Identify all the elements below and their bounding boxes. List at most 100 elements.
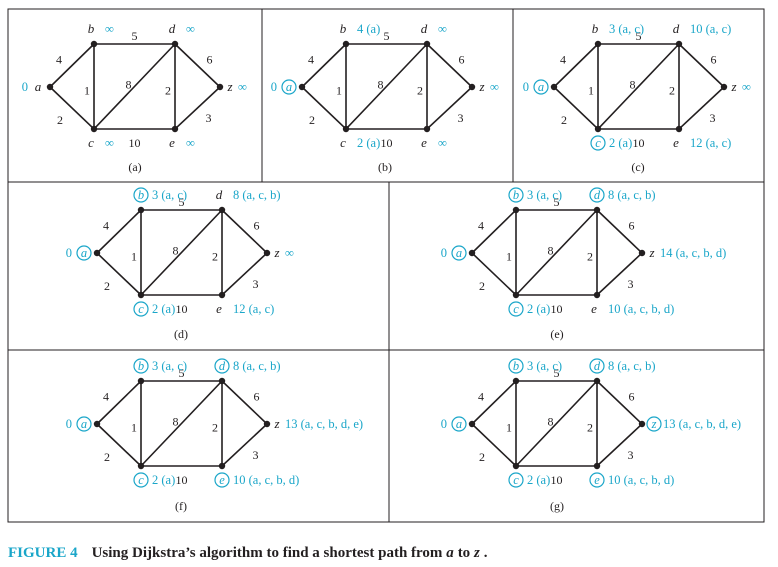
edge-ab [49,43,95,88]
label-z-name: z [648,245,654,260]
node-a [46,83,54,91]
label-c-value: ∞ [105,136,114,150]
node-z [263,420,271,428]
edge-weight-ac: 2 [57,113,63,127]
label-a-name: a [81,246,87,260]
edge-weight-bc: 1 [588,84,594,98]
label-e-value: 12 (a, c) [690,136,731,150]
edge-weight-ez: 3 [253,277,259,291]
edge-weight-ab: 4 [56,53,62,67]
edge-weight-bd: 5 [179,366,185,380]
node-d [423,40,431,48]
label-e-circle [589,472,605,488]
edge-weight-dz: 6 [459,53,465,67]
edge-weight-cd: 8 [173,244,179,258]
edge-weight-ab: 4 [308,53,314,67]
edge-weight-ce: 10 [176,302,188,316]
node-z [468,83,476,91]
panel-label-f: (f) [175,499,187,513]
edge-dz [174,43,221,88]
label-d-name: d [421,21,428,36]
node-a [298,83,306,91]
edge-ez [678,86,725,130]
label-c-circle [508,301,524,317]
edge-ac [301,86,347,130]
edge-weight-ce: 10 [633,136,645,150]
edge-weight-bc: 1 [84,84,90,98]
edge-weight-dz: 6 [629,219,635,233]
label-d-name: d [673,21,680,36]
label-b-value: 3 (a, c) [152,359,187,373]
label-e-value: 10 (a, c, b, d) [608,473,674,487]
edge-weight-de: 2 [212,250,218,264]
label-b-name: b [513,359,519,373]
label-b-value: 4 (a) [357,22,380,36]
edge-weight-ab: 4 [478,390,484,404]
edge-weight-ac: 2 [479,450,485,464]
edge-weight-ce: 10 [381,136,393,150]
edge-weight-cd: 8 [630,78,636,92]
edge-ab [96,380,142,425]
edge-ac [471,252,517,296]
label-d-circle [589,187,605,203]
node-a [93,420,101,428]
edge-ab [471,209,517,254]
label-e-value: 10 (a, c, b, d) [233,473,299,487]
edge-weight-ac: 2 [479,279,485,293]
panel-label-g: (g) [550,499,564,513]
node-e [675,125,683,133]
caption-text-2: a [446,545,454,561]
edge-weight-bc: 1 [131,421,137,435]
edge-weight-bc: 1 [336,84,342,98]
label-c-value: 2 (a) [152,302,175,316]
label-d-circle [589,358,605,374]
label-c-value: 2 (a) [527,302,550,316]
label-z-value: 13 (a, c, b, d, e) [285,417,363,431]
edge-weight-dz: 6 [254,390,260,404]
node-z [638,249,646,257]
label-a-name: a [456,246,462,260]
label-a-name: a [456,417,462,431]
edge-weight-ab: 4 [560,53,566,67]
edge-weight-bd: 5 [554,366,560,380]
label-c-circle [133,301,149,317]
label-z-name: z [651,417,657,431]
panel-borders [7,8,765,523]
label-b-name: b [340,21,347,36]
edge-weight-ac: 2 [309,113,315,127]
edge-dz [596,209,643,254]
node-z [263,249,271,257]
label-c-name: c [595,136,601,150]
edge-weight-ab: 4 [478,219,484,233]
edge-dz [426,43,473,88]
edge-weight-cd: 8 [548,244,554,258]
edge-weight-ez: 3 [628,448,634,462]
edge-weight-ab: 4 [103,390,109,404]
node-d [593,377,601,385]
edge-ac [96,423,142,467]
node-a [468,249,476,257]
edge-weight-ac: 2 [104,279,110,293]
label-d-name: d [594,359,601,373]
panel-label-e: (e) [550,327,563,341]
label-b-circle [133,358,149,374]
label-a-value: 0 [271,80,277,94]
label-c-name: c [513,302,519,316]
node-d [218,206,226,214]
node-b [342,40,350,48]
edge-ez [426,86,473,130]
label-z-name: z [478,79,484,94]
label-d-value: ∞ [438,22,447,36]
edge-weight-de: 2 [417,84,423,98]
label-e-value: ∞ [186,136,195,150]
edge-weight-bc: 1 [506,421,512,435]
node-c [512,291,520,299]
node-e [218,462,226,470]
label-b-circle [508,358,524,374]
edge-weight-ce: 10 [551,302,563,316]
label-z-name: z [273,245,279,260]
edge-weight-ez: 3 [206,111,212,125]
